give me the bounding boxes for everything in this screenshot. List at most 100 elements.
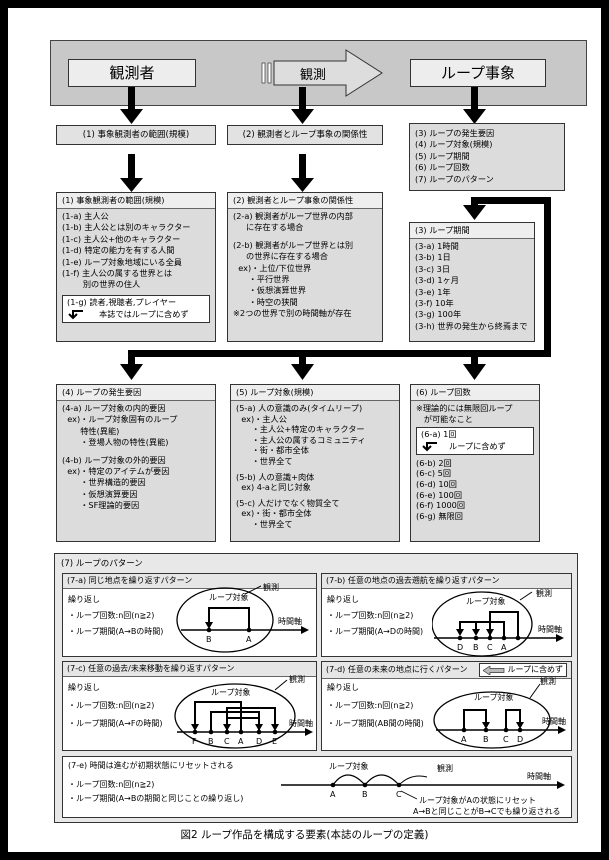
panel-5-line: ・街・都市全体 bbox=[236, 445, 309, 456]
panel-3-line: (3-c) 3日 bbox=[415, 263, 451, 274]
pattern-7b-count: ・ループ回数:n回(n≧2) bbox=[327, 611, 414, 620]
panel-1-line: (1-a) 主人公 bbox=[62, 211, 109, 221]
pattern-7d-repeat: 繰り返し bbox=[327, 683, 359, 692]
panel-6-line: が可能なこと bbox=[416, 413, 473, 424]
point-label: C bbox=[396, 790, 402, 799]
point-label: B bbox=[362, 790, 368, 799]
panel-6-line: (6-f) 1000回 bbox=[416, 500, 466, 511]
panel-5-line: (5-c) 人だけでなく物質全て bbox=[236, 497, 340, 508]
point-label: C bbox=[224, 737, 230, 746]
pattern-7e-period: ・ループ期間(A→Bの期間と同じことの繰り返し) bbox=[68, 794, 244, 803]
figure-page: 観測者 観測 ループ事象 (1) 事象観測者の範囲(規模) (2) 観測者とルー… bbox=[8, 8, 601, 852]
pattern-7c-repeat: 繰り返し bbox=[68, 683, 100, 692]
point-label: B bbox=[473, 643, 479, 652]
panel-4-line: 特性(異能) bbox=[62, 425, 120, 436]
panel-6-line: (6-g) 無限回 bbox=[416, 510, 463, 521]
header-3-list: (3) ループの発生要因 (4) ループ対象(規模) (5) ループ期間 (6)… bbox=[409, 123, 565, 191]
pattern-7c: (7-c) 任意の過去/未来移動を繰り返すパターン 繰り返し ・ループ回数:n回… bbox=[62, 661, 317, 751]
pattern-7a-period: ・ループ期間(A→Bの時間) bbox=[68, 627, 164, 636]
panel-2-line: ・仮想演算世界 bbox=[233, 285, 306, 296]
point-label: A bbox=[330, 790, 336, 799]
pattern-7b-diagram: 観測 ループ対象 時間軸 D B C A bbox=[432, 588, 564, 657]
point-label: B bbox=[483, 735, 489, 744]
pattern-7d-excluded-label: ループに含めず bbox=[507, 665, 563, 674]
pattern-7b: (7-b) 任意の地点の過去遡航を繰り返すパターン 繰り返し ・ループ回数:n回… bbox=[321, 573, 572, 657]
pattern-7e-note-2: A→Bと同じことがB→Cでも繰り返される bbox=[413, 806, 560, 816]
pattern-7a: (7-a) 同じ地点を繰り返すパターン 繰り返し ・ループ回数:n回(n≧2) … bbox=[62, 573, 317, 657]
panel-6-line: (6-c) 5回 bbox=[416, 468, 452, 479]
point-label: C bbox=[503, 735, 509, 744]
pattern-7c-count: ・ループ回数:n回(n≧2) bbox=[68, 701, 155, 710]
panel-2-line: ex)・上位/下位世界 bbox=[233, 262, 312, 273]
panel-observer-relation: (2) 観測者とループ事象の関係性 (2-a) 観測者がループ世界の内部 に存在… bbox=[227, 192, 383, 342]
pattern-7d: (7-d) 任意の未来の地点に行くパターン ループに含めず 繰り返し ・ループ回… bbox=[321, 661, 572, 751]
observe-label: 観測 bbox=[536, 588, 552, 598]
point-label: D bbox=[457, 643, 463, 652]
point-label: C bbox=[487, 643, 493, 652]
panel-2-line: (2-b) 観測者がループ世界とは別 bbox=[233, 239, 354, 250]
header-2: (2) 観測者とループ事象の関係性 bbox=[227, 125, 383, 145]
panel-6-inner-note: ループに含めず bbox=[449, 440, 506, 451]
observe-arrow-label: 観測 bbox=[300, 68, 326, 83]
panel-3-line: (3-g) 100年 bbox=[415, 309, 462, 320]
pattern-7d-title-text: (7-d) 任意の未来の地点に行くパターン bbox=[326, 665, 468, 674]
panel-5-line: ・主人公の属するコミュニティ bbox=[236, 434, 366, 445]
loop-event-box: ループ事象 bbox=[410, 59, 546, 87]
panel-1-inner-note: 本誌ではループに含めず bbox=[99, 309, 189, 320]
header-1-label: (1) 事象観測者の範囲(規模) bbox=[82, 130, 190, 140]
loop-target-label: ループ対象 bbox=[211, 687, 251, 697]
panel-1-line: 別の世界の住人 bbox=[62, 279, 141, 290]
pattern-7e-diagram: ループ対象 観測 時間軸 A B C ループ対象がAの状態にリセット A→Bと同… bbox=[281, 761, 565, 816]
header-3-line: (7) ループのパターン bbox=[415, 173, 494, 184]
header-2-label: (2) 観測者とループ事象の関係性 bbox=[242, 130, 368, 140]
panel-5-line: ・世界全て bbox=[236, 455, 293, 466]
panel-1-title: (1) 事象観測者の範囲(規模) bbox=[57, 193, 215, 209]
pattern-7d-title: (7-d) 任意の未来の地点に行くパターン ループに含めず bbox=[322, 662, 571, 679]
curved-arrow-icon bbox=[68, 310, 83, 320]
pattern-7c-diagram: 観測 ループ対象 時間軸 F B C A D E bbox=[174, 674, 313, 749]
point-label: F bbox=[192, 737, 197, 746]
observer-label: 観測者 bbox=[109, 64, 155, 82]
point-label: A bbox=[461, 735, 467, 744]
panel-5-line: ex)・主人公 bbox=[236, 413, 287, 424]
panel-1-line: (1-e) ループ対象地域にいる全員 bbox=[62, 256, 182, 267]
pattern-7e-count: ・ループ回数:n回(n≧2) bbox=[68, 780, 155, 789]
header-3-line: (5) ループ期間 bbox=[415, 150, 470, 161]
panel-2-line: (2-a) 観測者がループ世界の内部 bbox=[233, 211, 353, 221]
panel-4-title: (4) ループの発生要因 bbox=[57, 385, 215, 401]
panel-5-line: ex) 4-aと同じ対象 bbox=[236, 482, 311, 493]
pattern-7a-count: ・ループ回数:n回(n≧2) bbox=[68, 611, 155, 620]
panel-observer-range: (1) 事象観測者の範囲(規模) (1-a) 主人公 (1-b) 主人公とは別の… bbox=[56, 192, 216, 342]
panel-1-line: (1-c) 主人公+他のキャラクター bbox=[62, 233, 181, 244]
pattern-7d-count: ・ループ回数:n回(n≧2) bbox=[327, 701, 414, 710]
panel-2-line: ・平行世界 bbox=[233, 274, 290, 285]
pattern-7a-repeat: 繰り返し bbox=[68, 595, 100, 604]
pattern-7b-repeat: 繰り返し bbox=[327, 595, 359, 604]
pattern-7c-title: (7-c) 任意の過去/未来移動を繰り返すパターン bbox=[63, 662, 316, 677]
panel-4-line: ・SF理論的要因 bbox=[62, 500, 140, 511]
panel-4-line: ・登場人物の特性(異能) bbox=[62, 437, 169, 448]
pattern-7e: (7-e) 時間は進むが初期状態にリセットされる ・ループ回数:n回(n≧2) … bbox=[62, 756, 572, 818]
panel-1-line: (1-d) 特定の能力を有する人間 bbox=[62, 245, 175, 256]
point-label: A bbox=[246, 635, 252, 644]
loop-target-label: ループ対象 bbox=[209, 592, 249, 602]
panel-2-line: ※2つの世界で別の時間軸が存在 bbox=[233, 308, 352, 319]
panel-6-line: (6-b) 2回 bbox=[416, 457, 452, 468]
panel-6-line: (6-d) 10回 bbox=[416, 478, 457, 489]
panel-4-line: ex)・特定のアイテムが要因 bbox=[62, 466, 170, 477]
figure-caption: 図2 ループ作品を構成する要素(本誌のループの定義) bbox=[180, 829, 429, 841]
panel-3-line: (3-b) 1日 bbox=[415, 252, 451, 263]
panel-4-line: (4-b) ループ対象の外的要因 bbox=[62, 454, 166, 465]
panel-loop-target: (5) ループ対象(規模) (5-a) 人の意識のみ(タイムリープ) ex)・主… bbox=[230, 384, 400, 542]
panel-1-inner-box: (1-g) 読者,視聴者,プレイヤー 本誌ではループに含めず bbox=[62, 294, 210, 324]
panel-5-title: (5) ループ対象(規模) bbox=[231, 385, 399, 401]
header-3-line: (3) ループの発生要因 bbox=[415, 128, 495, 138]
panel-3-line: (3-a) 1時間 bbox=[415, 241, 459, 251]
observe-label: 観測 bbox=[263, 582, 279, 592]
panel-6-line: (6-e) 100回 bbox=[416, 489, 463, 500]
panel-5-line: (5-a) 人の意識のみ(タイムリープ) bbox=[236, 403, 363, 413]
panel-loop-cause: (4) ループの発生要因 (4-a) ループ対象の内的要因 ex)・ループ対象固… bbox=[56, 384, 216, 542]
panel-1-line: (1-b) 主人公とは別のキャラクター bbox=[62, 222, 191, 233]
pattern-7b-period: ・ループ期間(A→Dの時間) bbox=[327, 627, 424, 636]
panel-2-title: (2) 観測者とループ事象の関係性 bbox=[228, 193, 382, 209]
